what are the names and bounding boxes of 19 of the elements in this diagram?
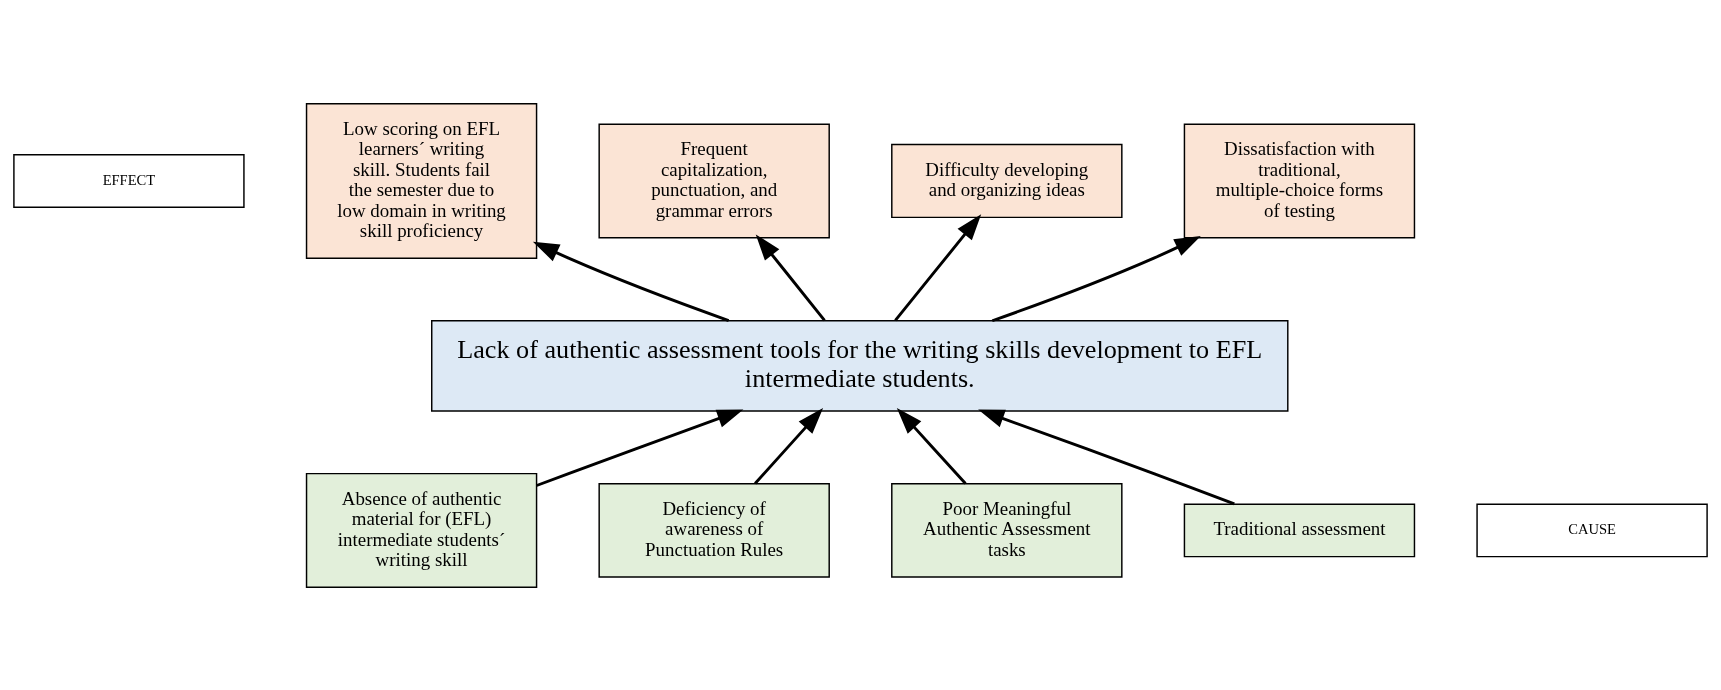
node-box: Traditional assessment <box>1183 502 1416 557</box>
arrow <box>896 407 967 484</box>
arrow <box>991 235 1201 322</box>
node-box: Low scoring on EFL learners´ writing skill. Students fail the semester due to low domain in writing skill proficiency <box>305 102 538 259</box>
node-box: Frequent capitalization, punctuation, and grammar errors <box>598 122 830 238</box>
arrow <box>978 409 1235 505</box>
node-box: Difficulty developing and organizing ideas <box>891 143 1123 218</box>
node-box: Dissatisfaction with traditional, multiple-choice forms of testing <box>1183 122 1416 238</box>
arrow <box>532 241 730 322</box>
node-box: Deficiency of awareness of Punctuation Rules <box>598 482 830 578</box>
arrow <box>754 407 824 484</box>
node-box: EFFECT <box>13 153 245 208</box>
node-box: Lack of authentic assessment tools for the writing skills development to EFL intermediate students. <box>431 319 1289 412</box>
arrow <box>894 213 982 321</box>
arrow <box>755 233 826 321</box>
node-box: CAUSE <box>1476 502 1708 557</box>
node-box: Poor Meaningful Authentic Assessment tasks <box>891 482 1123 578</box>
arrow <box>536 409 744 487</box>
node-box: Absence of authentic material for (EFL) intermediate students´ writing skill <box>305 472 538 588</box>
